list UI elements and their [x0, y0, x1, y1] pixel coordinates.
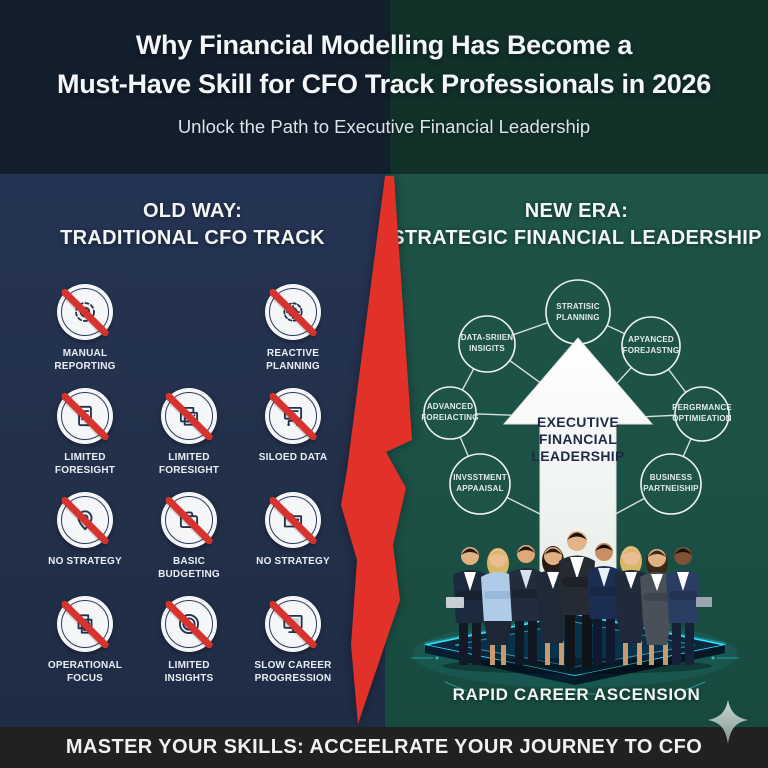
diagram-node-performance-optimization: PERGRMANCE OPTIMIEATION — [672, 403, 732, 423]
diagram-node-advanced-forecasting-right: APYANCED FOREJASTNG — [622, 335, 680, 355]
list-item: BASIC BUDGETING — [137, 492, 241, 582]
old-way-heading-line2: TRADITIONAL CFO TRACK — [60, 227, 325, 249]
header-left-background — [0, 0, 390, 174]
node-circle — [449, 453, 511, 515]
old-way-heading: OLD WAY: TRADITIONAL CFO TRACK — [0, 198, 385, 252]
title-line-2: Must-Have Skill for CFO Track Profession… — [57, 69, 711, 99]
footer-tagline: MASTER YOUR SKILLS: ACCEELRATE YOUR JOUR… — [65, 736, 703, 758]
item-label: REACTIVE PLANNING — [266, 348, 320, 372]
item-label: SILOED DATA — [258, 452, 328, 463]
professional-figure — [640, 549, 682, 665]
node-circle — [621, 316, 681, 376]
item-label: LIMITED FORESIGHT — [54, 452, 116, 476]
process-gear-icon — [57, 284, 113, 340]
briefcase-lock-icon — [161, 492, 217, 548]
title-line-1: Why Financial Modelling Has Become a — [135, 30, 633, 60]
professional-figure — [614, 546, 648, 665]
item-label: LIMITED INSIGHTS — [164, 660, 214, 684]
arrow-caption: EXECUTIVE FINANCIAL LEADERSHIP — [531, 414, 625, 464]
list-item: NO STRATEGY — [241, 492, 345, 582]
leadership-diagram — [423, 279, 730, 593]
item-label: LIMITED FORESIGHT — [158, 452, 220, 476]
node-circle — [423, 386, 477, 440]
professional-figure — [666, 547, 712, 665]
old-way-grid: MANUAL REPORTING REACTIVE PLANNING LIMI — [33, 284, 351, 686]
footer-bar: MASTER YOUR SKILLS: ACCEELRATE YOUR JOUR… — [0, 727, 768, 768]
professionals-group-photo — [442, 531, 712, 674]
item-label: SLOW CAREER PROGRESSION — [254, 660, 332, 684]
grid-spacer — [137, 284, 241, 374]
list-item: OPERATIONAL FOCUS — [33, 596, 137, 686]
node-circle — [458, 315, 516, 373]
professional-figure — [536, 546, 570, 665]
professional-figure — [509, 545, 543, 665]
new-era-heading-line2: STRATEGIC FINANCIAL LEADERSHIP — [391, 227, 762, 249]
item-label: BASIC BUDGETING — [158, 556, 220, 580]
diagram-node-advanced-forecasting-left: ADVANCED FOREIACTING — [421, 402, 479, 422]
documents-icon — [57, 596, 113, 652]
item-label: MANUAL REPORTING — [54, 348, 116, 372]
header-right-background — [390, 0, 768, 174]
old-way-heading-line1: OLD WAY: — [142, 200, 243, 222]
calculator-icon — [57, 388, 113, 444]
new-era-heading-line1: NEW ERA: — [524, 200, 629, 222]
map-pin-icon — [57, 492, 113, 548]
professional-figure — [481, 548, 515, 665]
target-icon — [161, 596, 217, 652]
item-label: OPERATIONAL FOCUS — [47, 660, 123, 684]
list-item: LIMITED INSIGHTS — [137, 596, 241, 686]
printer-icon — [161, 388, 217, 444]
list-item: SILOED DATA — [241, 388, 345, 478]
professional-figure — [559, 531, 595, 667]
new-era-heading: NEW ERA: STRATEGIC FINANCIAL LEADERSHIP — [385, 198, 768, 252]
professional-figure — [446, 547, 487, 665]
rapid-career-caption: RAPID CAREER ASCENSION — [452, 685, 701, 704]
list-item: LIMITED FORESIGHT — [137, 388, 241, 478]
diagram-node-business-partnership: BUSINESS PARTNEISHIP — [643, 473, 699, 493]
folder-icon — [265, 492, 321, 548]
professional-figure — [587, 543, 621, 665]
item-label: NO STRATEGY — [256, 556, 330, 567]
node-circle — [674, 386, 730, 442]
list-item: LIMITED FORESIGHT — [33, 388, 137, 478]
node-circle — [640, 453, 702, 515]
page-title: Why Financial Modelling Has Become a Mus… — [0, 26, 768, 104]
diagram-node-investment-appraisal: INVSSTMENT APPAAISAL — [453, 473, 507, 493]
list-item: NO STRATEGY — [33, 492, 137, 582]
diagram-node-data-driven-insights: DATA-SRIIEN INSIGITS — [460, 333, 514, 353]
screen-icon — [265, 596, 321, 652]
diagram-node-strategic-planning: STRATISIC PLANNING — [556, 302, 600, 322]
new-era-panel: NEW ERA: STRATEGIC FINANCIAL LEADERSHIP — [385, 174, 768, 727]
old-way-panel: OLD WAY: TRADITIONAL CFO TRACK MANUAL RE… — [0, 174, 385, 727]
item-label: NO STRATEGY — [48, 556, 122, 567]
page-subtitle: Unlock the Path to Executive Financial L… — [177, 116, 591, 137]
gear-icon — [265, 284, 321, 340]
header: Why Financial Modelling Has Become a Mus… — [0, 0, 768, 174]
monitor-network-icon — [265, 388, 321, 444]
sparkle-icon — [708, 700, 748, 744]
list-item: REACTIVE PLANNING — [241, 284, 345, 374]
list-item: MANUAL REPORTING — [33, 284, 137, 374]
list-item: SLOW CAREER PROGRESSION — [241, 596, 345, 686]
